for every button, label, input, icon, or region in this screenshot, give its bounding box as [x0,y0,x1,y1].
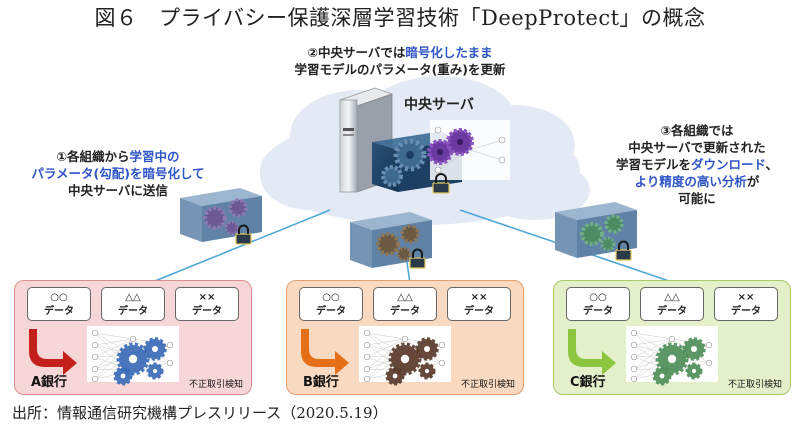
data-symbol: ○○ [589,292,607,303]
left-note-highlight: 学習中の [129,149,180,164]
flow-arrow-icon [568,329,616,375]
lock-icon-left [235,224,252,245]
data-source-pill: △△ データ [373,287,437,321]
bank-graphic [301,326,451,386]
bank-name: B銀行 [303,375,339,390]
encrypted-box-middle [350,212,432,268]
server-note-prefix: ②中央サーバでは [307,45,406,60]
flow-arrow-icon [301,329,349,375]
left-note-line2: パラメータ(勾配)を暗号化して [31,166,205,181]
data-label: データ [192,306,222,317]
data-label: データ [731,306,761,317]
bank-panel-1: ○○ データ △△ データ ×× データ A銀行 不正取引検知 [14,280,252,395]
figure-title: 図６ プライバシー保護深層学習技術「DeepProtect」の概念 [94,6,706,30]
server-note-highlight: 暗号化したまま [405,45,493,60]
data-symbol: ○○ [322,292,340,303]
lock-icon-middle [409,248,426,269]
bank-panel-3: ○○ データ △△ データ ×× データ C銀行 不正取引検知 [553,280,791,395]
right-note-line1: ③各組織では [660,123,734,138]
data-label: データ [464,306,494,317]
data-label: データ [118,306,148,317]
data-source-pill: ×× データ [714,287,778,321]
data-source-pill: ○○ データ [299,287,363,321]
data-source-pill: ○○ データ [27,287,91,321]
bank-name: A銀行 [31,375,68,390]
lock-icon-right [615,240,632,261]
flow-arrow-icon [29,329,77,375]
source-citation: 出所：情報通信研究機構プレスリリース（2020.5.19） [12,404,388,422]
data-label: データ [583,306,613,317]
right-note-line4-highlight: より精度の高い分析 [634,174,747,189]
right-note-line3-prefix: 学習モデルを [615,157,691,172]
data-symbol: ×× [198,292,216,303]
right-note-line4-suffix: が [746,174,760,189]
data-label: データ [44,306,74,317]
data-label: データ [657,306,687,317]
server-note-line2: 学習モデルのパラメータ(重み)を更新 [294,62,506,77]
data-symbol: △△ [125,292,141,303]
data-symbol: △△ [664,292,680,303]
data-label: データ [316,306,346,317]
data-symbol: △△ [397,292,413,303]
right-note-line2: 中央サーバで更新された [628,140,766,155]
data-label: データ [390,306,420,317]
lock-icon-central [432,173,450,194]
right-note: ③各組織では 中央サーバで更新された 学習モデルをダウンロード、 より精度の高い… [592,122,800,207]
bank-graphic [568,326,718,386]
data-symbol: ×× [470,292,488,303]
bank-graphic [29,326,179,386]
data-source-pill: △△ データ [640,287,704,321]
central-gear-icons [381,128,474,187]
left-note-line3: 中央サーバに送信 [68,183,168,198]
data-source-pill: ○○ データ [566,287,630,321]
bank-name: C銀行 [570,375,606,390]
data-symbol: ×× [737,292,755,303]
left-note: ①各組織から学習中の パラメータ(勾配)を暗号化して 中央サーバに送信 [8,148,228,199]
fraud-detection-label: 不正取引検知 [727,380,782,390]
data-source-pill: ×× データ [175,287,239,321]
right-note-line3-highlight: ダウンロード [690,157,766,172]
data-source-pill: △△ データ [101,287,165,321]
right-note-line5: 可能に [678,191,716,206]
bank-panel-2: ○○ データ △△ データ ×× データ B銀行 不正取引検知 [286,280,524,395]
fraud-detection-label: 不正取引検知 [188,380,243,390]
left-note-prefix: ①各組織から [56,149,130,164]
server-note: ②中央サーバでは暗号化したまま 学習モデルのパラメータ(重み)を更新 [0,44,800,78]
encrypted-box-right [555,202,637,258]
fraud-detection-label: 不正取引検知 [460,380,515,390]
cloud-label: 中央サーバ [404,97,474,113]
right-note-line3-suffix: 、 [765,157,779,172]
data-symbol: ○○ [50,292,68,303]
data-source-pill: ×× データ [447,287,511,321]
